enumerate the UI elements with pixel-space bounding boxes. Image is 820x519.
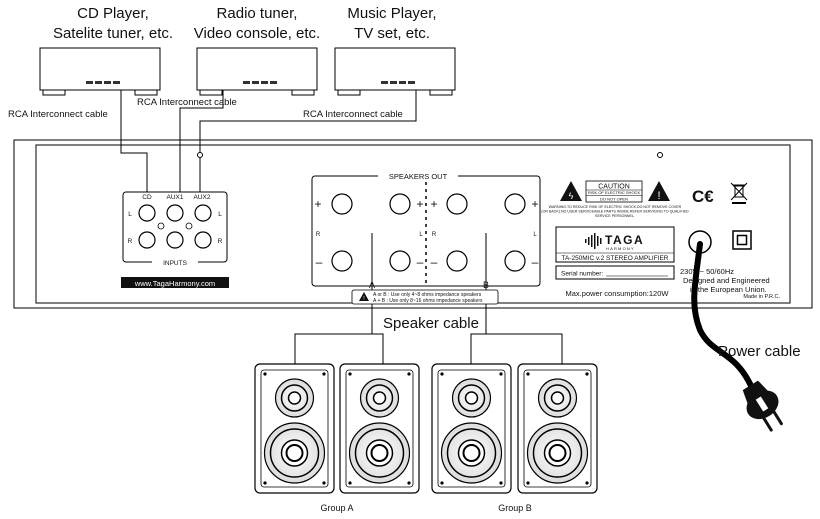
source-1-subtitle: Satelite tuner, etc. xyxy=(53,25,173,42)
source-device-1 xyxy=(39,47,161,96)
input-r-label-left: R xyxy=(128,238,133,245)
rca-jack-aux1-r xyxy=(166,231,184,249)
impedance-warning-line-1: A or B : Use only 4~8 ohms impedance spe… xyxy=(373,292,482,298)
speaker-terminal-a-l-plus xyxy=(389,193,411,215)
plus-sign: + xyxy=(314,197,321,211)
serial-label: Serial number: xyxy=(561,271,603,278)
brand-name: TAGA xyxy=(605,233,644,247)
source-device-3 xyxy=(334,47,456,96)
channel-r-label: R xyxy=(316,232,321,238)
speaker-terminal-b-r-minus xyxy=(446,250,468,272)
source-3-title: Music Player, xyxy=(347,5,436,22)
speaker-group-b-label: B xyxy=(483,280,489,290)
power-spec-text: 230V ~ 50/60Hz xyxy=(680,267,734,276)
channel-r-label: R xyxy=(432,232,437,238)
made-in-text: Made in P.R.C. xyxy=(743,294,780,300)
rca-cable-cd xyxy=(120,90,148,200)
plus-sign: + xyxy=(416,197,423,211)
speaker-group-a-label: A xyxy=(369,280,375,290)
minus-sign: – xyxy=(532,255,539,269)
caution-text-2: (OR BACK).NO USER SERVICEABLE PARTS INSI… xyxy=(541,210,689,214)
max-power-text: Max.power consumption:120W xyxy=(566,289,670,298)
svg-text:!: ! xyxy=(363,296,364,302)
input-r-label-right: R xyxy=(218,238,223,245)
plus-sign: + xyxy=(531,197,538,211)
speaker-cable-b xyxy=(470,333,563,364)
caution-label: ϟ CAUTION RISK OF ELECTRIC SHOCK DO NOT … xyxy=(541,180,689,218)
model-plate: TAGA HARMONY TA-250MIC v.2 STEREO AMPLIF… xyxy=(555,226,675,263)
minus-sign: – xyxy=(316,255,323,269)
speaker-terminal-b-l-plus xyxy=(504,193,526,215)
svg-text:!: ! xyxy=(657,190,660,202)
source-2-subtitle: Video console, etc. xyxy=(194,25,320,42)
speaker-terminal-b-l-minus xyxy=(504,250,526,272)
panel-screw-left xyxy=(197,152,203,158)
website-badge xyxy=(121,277,229,288)
input-aux2-label: AUX2 xyxy=(194,194,211,201)
source-2-title: Radio tuner, xyxy=(217,5,298,22)
input-l-label-left: L xyxy=(128,211,132,218)
input-l-label-right: L xyxy=(218,211,222,218)
speaker-cable-label: Speaker cable xyxy=(383,315,479,332)
rca-jack-aux1-l xyxy=(166,204,184,222)
speaker-b-right xyxy=(517,363,598,494)
group-b-label: Group B xyxy=(498,503,532,513)
source-1-title: CD Player, xyxy=(77,5,149,22)
rca-jack-cd-r xyxy=(138,231,156,249)
caution-sub-1: RISK OF ELECTRIC SHOCK xyxy=(588,190,641,195)
inputs-block: INPUTS CD AUX1 AUX2 L L R R xyxy=(122,191,228,267)
channel-l-label: L xyxy=(533,232,537,238)
speaker-b-left xyxy=(431,363,512,494)
channel-l-label: L xyxy=(419,232,423,238)
group-a-label: Group A xyxy=(320,503,353,513)
double-insulation-icon xyxy=(732,230,752,250)
caution-text-1: WARNING:TO REDUCE RISK OF ELECTRIC SHOCK… xyxy=(549,205,682,209)
rca-cable-label-left: RCA Interconnect cable xyxy=(8,109,108,120)
minus-sign: – xyxy=(417,255,424,269)
inputs-label: INPUTS xyxy=(163,260,188,267)
source-3-subtitle: TV set, etc. xyxy=(354,25,430,42)
impedance-warning: ! A or B : Use only 4~8 ohms impedance s… xyxy=(351,289,499,305)
minus-sign: – xyxy=(431,255,438,269)
speaker-terminal-a-r-minus xyxy=(331,250,353,272)
speaker-terminal-a-l-minus xyxy=(389,250,411,272)
plus-sign: + xyxy=(430,197,437,211)
rca-jack-aux2-r xyxy=(194,231,212,249)
rca-cable-label-middle: RCA Interconnect cable xyxy=(137,97,237,108)
brand-sub: HARMONY xyxy=(606,246,635,251)
website-text: www.TagaHarmony.com xyxy=(134,279,215,288)
speakers-out-label: SPEAKERS OUT xyxy=(389,172,448,181)
speaker-a-left xyxy=(254,363,335,494)
speaker-terminal-a-r-plus xyxy=(331,193,353,215)
ce-mark: C€ xyxy=(692,187,714,206)
rca-cable-aux1 xyxy=(179,90,224,200)
caution-sub-2: DO NOT OPEN xyxy=(600,197,628,202)
speaker-terminal-b-r-plus xyxy=(446,193,468,215)
power-cable-label: Power cable xyxy=(718,343,801,360)
source-device-2 xyxy=(196,47,318,96)
speaker-a-right xyxy=(339,363,420,494)
caution-text-3: SERVICE PERSONNEL. xyxy=(595,214,635,218)
rca-cable-aux2 xyxy=(199,90,417,200)
input-aux1-label: AUX1 xyxy=(167,194,184,201)
caution-title: CAUTION xyxy=(598,184,630,191)
model-name: TA-250MIC v.2 STEREO AMPLIFIER xyxy=(561,255,668,262)
input-cd-label: CD xyxy=(142,194,152,201)
rca-jack-aux2-l xyxy=(194,204,212,222)
svg-text:ϟ: ϟ xyxy=(569,191,574,201)
designed-text-2: in the European Union. xyxy=(690,285,767,294)
rca-jack-cd-l xyxy=(138,204,156,222)
power-plug-icon xyxy=(742,380,783,432)
taga-logo-icon xyxy=(585,233,602,249)
panel-screw-right xyxy=(657,152,663,158)
rca-cable-label-right: RCA Interconnect cable xyxy=(303,109,403,120)
weee-bin-icon xyxy=(730,182,748,204)
power-cable xyxy=(691,241,755,391)
designed-text-1: Designed and Engineered xyxy=(683,276,770,285)
impedance-warning-line-2: A + B : Use only 8~16 ohms impedance spe… xyxy=(373,298,483,304)
speaker-cable-a xyxy=(294,333,384,364)
speakers-out-block: SPEAKERS OUT + + + + – – – – R L R L xyxy=(311,172,541,287)
serial-number-box: Serial number: xyxy=(555,265,675,280)
